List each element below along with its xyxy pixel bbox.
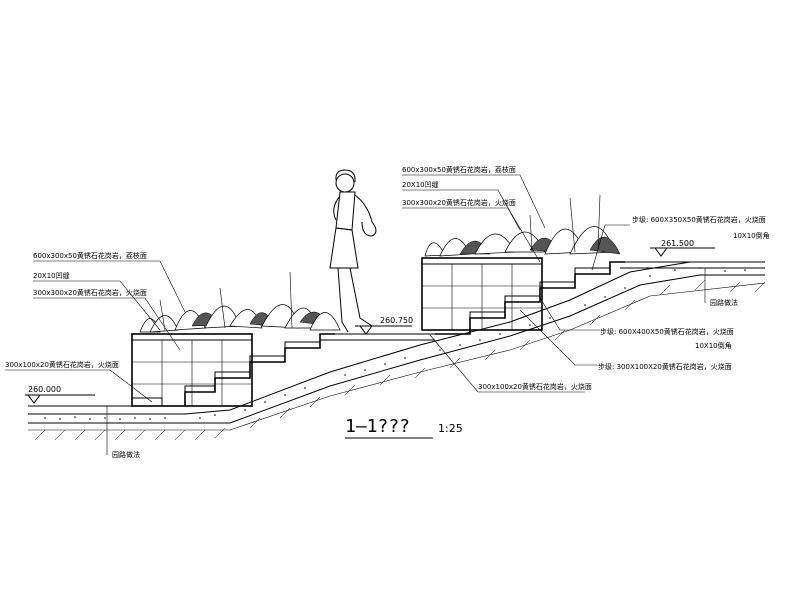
elevation-mid-label: 260.750 bbox=[380, 316, 413, 325]
gravel-fill bbox=[44, 267, 746, 420]
section-title-text: 1—1??? bbox=[345, 416, 410, 437]
mid-step-note: 步级: 600X400X50黄锈石花岗岩，火烧面 bbox=[600, 327, 734, 336]
left-note-2: 20X10凹缝 bbox=[33, 271, 70, 280]
earth-hatch bbox=[34, 279, 766, 441]
center-riser-note: 300x100x20黄锈石花岗岩，火烧面 bbox=[478, 382, 592, 391]
right-stairs bbox=[435, 261, 625, 335]
right-note-2: 20X10凹缝 bbox=[402, 180, 439, 189]
left-ground-note: 园路做法 bbox=[112, 450, 140, 459]
top-step-note: 步级: 600X350X50黄锈石花岗岩，火烧面 bbox=[632, 215, 766, 224]
mid-step-chamfer: 10X10倒角 bbox=[695, 341, 732, 350]
right-note-3: 300x300x20黄锈石花岗岩，火烧面 bbox=[402, 198, 516, 207]
left-planter bbox=[131, 333, 253, 407]
left-note-1: 600x300x50黄锈石花岗岩，荔枝面 bbox=[33, 251, 147, 260]
elevation-low-label: 260.000 bbox=[28, 385, 61, 394]
elevation-high-label: 261.500 bbox=[661, 239, 694, 248]
riser-note: 步级: 300X100X20黄锈石花岗岩，火烧面 bbox=[598, 362, 732, 371]
right-planter bbox=[421, 257, 543, 331]
right-ground-note: 园路做法 bbox=[710, 298, 738, 307]
ground-structure bbox=[28, 261, 766, 441]
right-shrubs bbox=[424, 194, 621, 257]
leader-lines bbox=[5, 174, 706, 455]
person-silhouette bbox=[329, 169, 377, 333]
right-note-1: 600x300x50黄锈石花岗岩，荔枝面 bbox=[402, 165, 516, 174]
left-stairs bbox=[184, 333, 435, 406]
left-base-note: 300x100x20黄锈石花岗岩，火烧面 bbox=[5, 360, 119, 369]
elevation-marks bbox=[25, 247, 715, 404]
top-step-chamfer: 10X10倒角 bbox=[733, 231, 770, 240]
section-title: 1—1??? 1:25 bbox=[345, 416, 463, 439]
annotation-text: 260.000 260.750 261.500 600x300x50黄锈石花岗岩… bbox=[5, 165, 770, 459]
section-scale-text: 1:25 bbox=[438, 422, 463, 435]
left-note-3: 300x300x20黄锈石花岗岩，火烧面 bbox=[33, 288, 147, 297]
left-shrubs bbox=[139, 271, 341, 333]
